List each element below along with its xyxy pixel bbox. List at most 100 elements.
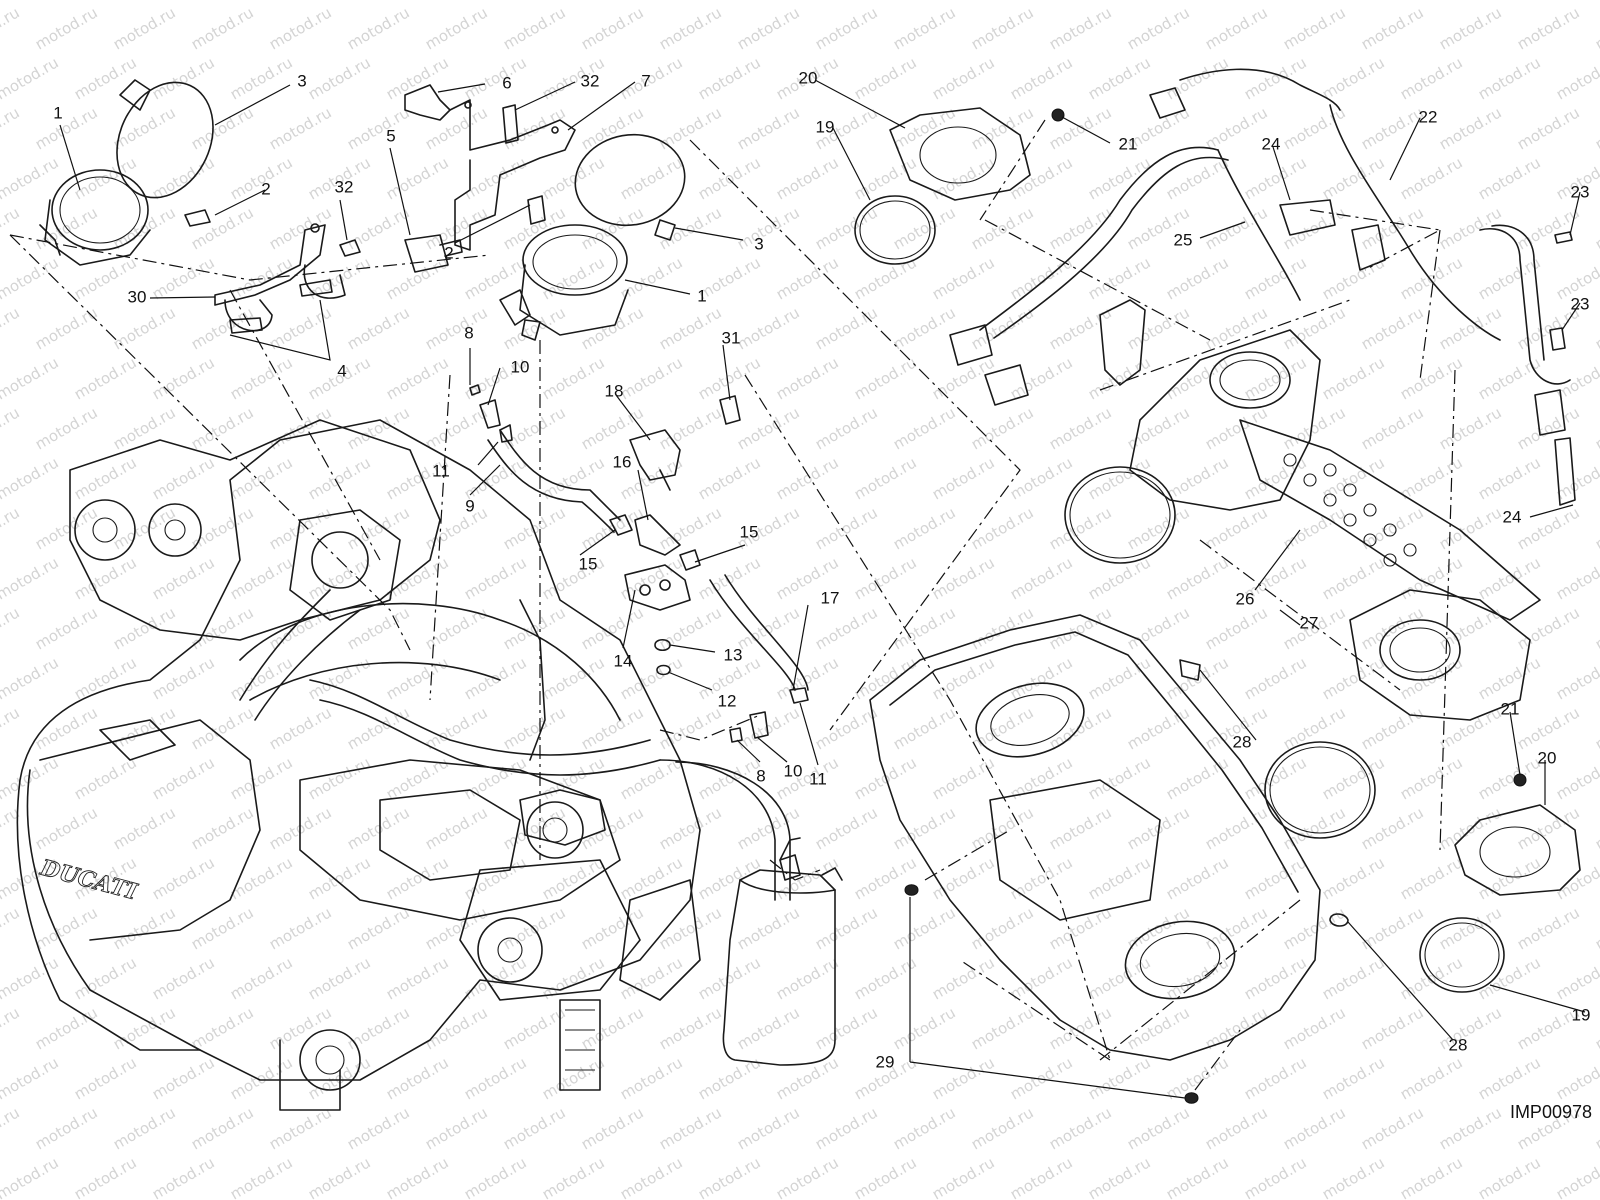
- watermark-text: motod.ru: [1007, 0, 1076, 3]
- watermark-text: motod.ru: [1241, 153, 1310, 203]
- watermark-text: motod.ru: [1163, 53, 1232, 103]
- watermark-text: motod.ru: [1592, 903, 1600, 953]
- watermark-text: motod.ru: [1241, 1053, 1310, 1103]
- watermark-text: motod.ru: [32, 1103, 101, 1153]
- watermark-text: motod.ru: [422, 603, 491, 653]
- callout-4: 4: [337, 361, 346, 380]
- watermark-text: motod.ru: [71, 653, 140, 703]
- injector-upper: [1279, 199, 1336, 236]
- watermark-text: motod.ru: [578, 1003, 647, 1053]
- watermark-text: motod.ru: [500, 1103, 569, 1153]
- watermark-text: motod.ru: [149, 53, 218, 103]
- watermark-text: motod.ru: [929, 0, 998, 3]
- watermark-text: motod.ru: [1085, 1153, 1154, 1200]
- watermark-text: motod.ru: [461, 1153, 530, 1200]
- watermark-text: motod.ru: [1358, 1003, 1427, 1053]
- watermark-text: motod.ru: [227, 353, 296, 403]
- watermark-text: motod.ru: [773, 1153, 842, 1200]
- watermark-text: motod.ru: [0, 303, 23, 353]
- watermark-text: motod.ru: [929, 453, 998, 503]
- callout-30: 30: [128, 287, 147, 306]
- watermark-text: motod.ru: [1085, 953, 1154, 1003]
- callout-16: 16: [613, 452, 632, 471]
- watermark-text: motod.ru: [1085, 553, 1154, 603]
- callout-23-upper: 23: [1571, 182, 1590, 201]
- watermark-text: motod.ru: [929, 253, 998, 303]
- watermark-text: motod.ru: [344, 903, 413, 953]
- injector-lower: [1554, 437, 1576, 506]
- watermark-text: motod.ru: [578, 403, 647, 453]
- watermark-text: motod.ru: [812, 203, 881, 253]
- watermark-text: motod.ru: [617, 0, 686, 3]
- watermark-text: motod.ru: [500, 303, 569, 353]
- watermark-text: motod.ru: [929, 1053, 998, 1103]
- watermark-text: motod.ru: [1163, 253, 1232, 303]
- watermark-text: motod.ru: [656, 603, 725, 653]
- watermark-text: motod.ru: [539, 0, 608, 3]
- clamp-screw-housing: [119, 79, 151, 111]
- plate-holes: [1283, 453, 1417, 567]
- watermark-text: motod.ru: [617, 1153, 686, 1200]
- watermark-text: motod.ru: [1163, 953, 1232, 1003]
- watermark-text: motod.ru: [0, 1153, 62, 1200]
- watermark-text: motod.ru: [773, 453, 842, 503]
- watermark-text: motod.ru: [734, 103, 803, 153]
- watermark-text: motod.ru: [1124, 3, 1193, 53]
- watermark-text: motod.ru: [1085, 453, 1154, 503]
- callout-10-lower: 10: [784, 761, 803, 780]
- watermark-text: motod.ru: [1007, 753, 1076, 803]
- callout-23-lower: 23: [1571, 294, 1590, 313]
- watermark-text: motod.ru: [305, 253, 374, 303]
- callout-5: 5: [386, 126, 395, 145]
- watermark-text: motod.ru: [0, 453, 62, 503]
- watermark-text: motod.ru: [851, 653, 920, 703]
- watermark-text: motod.ru: [1202, 903, 1271, 953]
- watermark-text: motod.ru: [1085, 753, 1154, 803]
- watermark-text: motod.ru: [929, 53, 998, 103]
- watermark-text: motod.ru: [1475, 453, 1544, 503]
- watermark-text: motod.ru: [1358, 903, 1427, 953]
- watermark-text: motod.ru: [422, 403, 491, 453]
- watermark-text: motod.ru: [110, 803, 179, 853]
- watermark-text: motod.ru: [383, 0, 452, 3]
- watermark-text: motod.ru: [1436, 903, 1505, 953]
- watermark-text: motod.ru: [1397, 153, 1466, 203]
- watermark-text: motod.ru: [539, 953, 608, 1003]
- watermark-text: motod.ru: [968, 803, 1037, 853]
- watermark-text: motod.ru: [1436, 1003, 1505, 1053]
- watermark-text: motod.ru: [1397, 1053, 1466, 1103]
- watermark-text: motod.ru: [578, 103, 647, 153]
- watermark-text: motod.ru: [266, 903, 335, 953]
- watermark-text: motod.ru: [1436, 303, 1505, 353]
- watermark-text: motod.ru: [1163, 153, 1232, 203]
- watermark-text: motod.ru: [0, 1103, 23, 1153]
- watermark-text: motod.ru: [1553, 53, 1600, 103]
- watermark-text: motod.ru: [344, 3, 413, 53]
- watermark-text: motod.ru: [1553, 953, 1600, 1003]
- watermark-text: motod.ru: [578, 303, 647, 353]
- watermark-text: motod.ru: [812, 803, 881, 853]
- watermark-text: motod.ru: [227, 1053, 296, 1103]
- watermark-text: motod.ru: [1280, 1003, 1349, 1053]
- watermark-text: motod.ru: [0, 0, 62, 3]
- watermark-text: motod.ru: [266, 3, 335, 53]
- callout-15-left: 15: [579, 554, 598, 573]
- watermark-text: motod.ru: [461, 553, 530, 603]
- watermark-text: motod.ru: [422, 703, 491, 753]
- watermark-text: motod.ru: [1007, 353, 1076, 403]
- watermark-text: motod.ru: [539, 1153, 608, 1200]
- watermark-text: motod.ru: [188, 3, 257, 53]
- bracket-14: [624, 564, 691, 611]
- watermark-text: motod.ru: [968, 603, 1037, 653]
- watermark-text: motod.ru: [1202, 303, 1271, 353]
- watermark-text: motod.ru: [1007, 253, 1076, 303]
- watermark-text: motod.ru: [305, 653, 374, 703]
- watermark-text: motod.ru: [71, 53, 140, 103]
- watermark-text: motod.ru: [968, 3, 1037, 53]
- watermark-text: motod.ru: [734, 1003, 803, 1053]
- watermark-text: motod.ru: [110, 303, 179, 353]
- watermark-text: motod.ru: [1514, 3, 1583, 53]
- callout-20-upper: 20: [799, 68, 818, 87]
- watermark-text: motod.ru: [890, 503, 959, 553]
